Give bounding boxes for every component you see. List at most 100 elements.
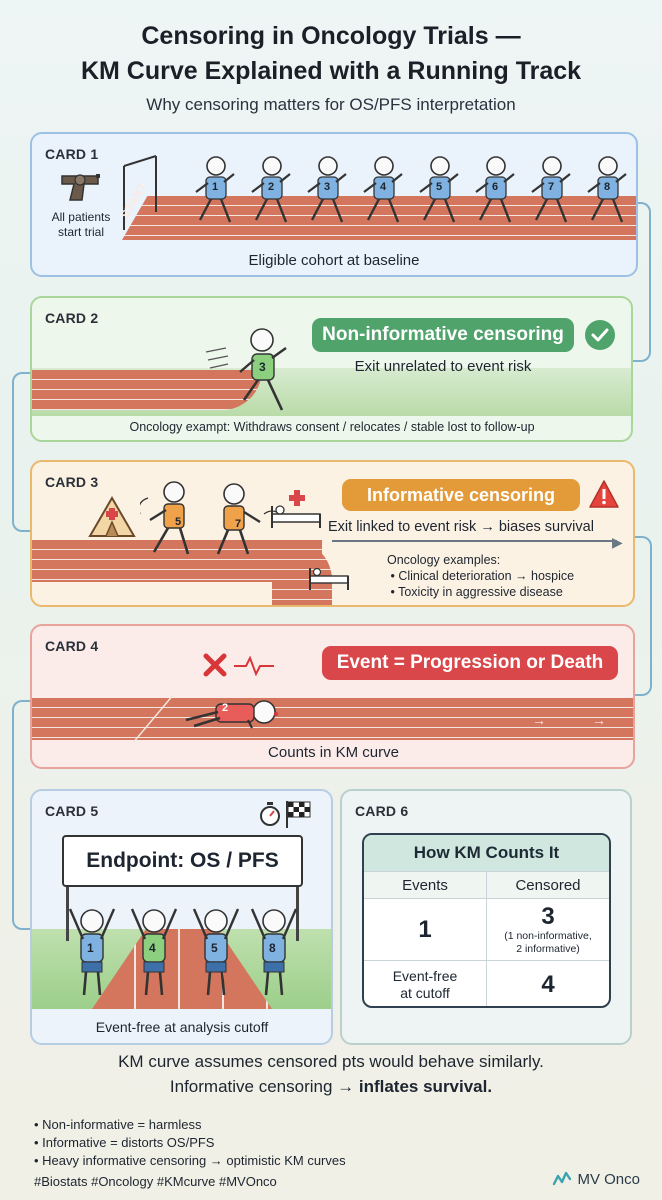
censored-note-line2: 2 informative) xyxy=(516,942,580,955)
runner-icon xyxy=(195,156,235,223)
survival-arrow-line xyxy=(332,540,617,542)
takeaway-text: Informative = distorts OS/PFS xyxy=(42,1135,215,1150)
connector-card2-card3 xyxy=(12,372,30,532)
runner-bib: 4 xyxy=(149,941,156,955)
card-label: CARD 3 xyxy=(45,474,99,490)
runner-icon xyxy=(363,156,403,223)
km-table-title: How KM Counts It xyxy=(364,835,609,871)
runner-icon xyxy=(587,156,627,223)
example-item-1: • Clinical deterioration → hospice xyxy=(387,569,575,583)
arrow-right-icon: → xyxy=(592,712,606,728)
endpoint-banner: Endpoint: OS / PFS xyxy=(62,835,303,887)
hashtags: #Biostats #Oncology #KMcurve #MVOnco xyxy=(34,1174,277,1189)
col-events: Events xyxy=(364,872,486,898)
card-4: CARD 4 2 Event = Progression or Death → … xyxy=(30,624,635,769)
card-5: CARD 5 Endpoint: OS / PFS 1 xyxy=(30,789,333,1045)
hospital-bed-icon xyxy=(271,490,321,528)
runner-bib: 1 xyxy=(212,181,219,193)
banner-pole-left xyxy=(66,841,69,941)
runner-bib: 3 xyxy=(259,360,266,374)
celebrating-runner: 5 xyxy=(188,901,244,1001)
runner-icon xyxy=(419,156,459,223)
runner-bib: 8 xyxy=(604,181,611,193)
stopwatch-icon xyxy=(260,802,280,826)
runner-bib: 2 xyxy=(222,702,229,714)
takeaway-item: • Informative = distorts OS/PFS xyxy=(34,1135,215,1150)
start-note-line1: All patients xyxy=(51,210,111,224)
eventfree-label: Event-free at cutoff xyxy=(364,961,486,1006)
card3-subtext: Exit linked to event risk → biases survi… xyxy=(328,519,594,535)
events-value: 1 xyxy=(418,915,432,943)
summary-line1: KM curve assumes censored pts would beha… xyxy=(118,1052,544,1071)
connector-card4-card5 xyxy=(12,700,30,930)
hospital-bed-icon xyxy=(309,567,349,590)
summary-line2-bold: inflates survival. xyxy=(358,1077,493,1096)
informative-pill: Informative censoring xyxy=(342,479,580,511)
example-item-2: • Toxicity in aggressive disease xyxy=(387,585,563,599)
page-subtitle: Why censoring matters for OS/PFS interpr… xyxy=(146,95,516,114)
censored-value: 3 xyxy=(541,902,555,930)
runner-bib-2: 7 xyxy=(235,518,242,530)
card-3: CARD 3 ▶ 5 7 Informative cens xyxy=(30,460,635,607)
informative-runners-icon xyxy=(140,481,281,555)
checkered-flag-icon xyxy=(286,801,311,828)
runner-figure: 5 xyxy=(416,156,462,236)
runner-bib: 4 xyxy=(380,181,387,193)
celebrating-runner: 4 xyxy=(126,901,182,1001)
eventfree-label-line2: at cutoff xyxy=(400,985,450,1001)
runner-icon xyxy=(531,156,571,223)
takeaway-text: Non-informative = harmless xyxy=(42,1117,202,1132)
runner-bib: 6 xyxy=(492,181,499,193)
runner-bib: 2 xyxy=(268,181,275,193)
card-2: CARD 2 3 Non-informative censoring Exit … xyxy=(30,296,633,442)
runner-bib: 5 xyxy=(436,181,443,193)
takeaway-list: • Non-informative = harmless • Informati… xyxy=(34,1116,346,1170)
celebrating-runner: 1 xyxy=(64,901,120,1001)
km-count-table: How KM Counts It Events Censored 1 3 (1 … xyxy=(362,833,611,1008)
running-track xyxy=(32,698,633,740)
heartbeat-icon xyxy=(234,655,274,676)
eventfree-value: 4 xyxy=(486,961,609,1006)
runner-bib-1: 5 xyxy=(175,516,182,528)
col-censored: Censored xyxy=(486,872,609,898)
km-table-row: 1 3 (1 non-informative, 2 informative) xyxy=(364,898,609,960)
non-informative-pill: Non-informative censoring xyxy=(312,318,574,352)
runner-icon xyxy=(251,156,291,223)
check-circle-icon xyxy=(585,320,615,350)
runner-celebrating-icon xyxy=(250,908,298,996)
card4-caption: Counts in KM curve xyxy=(268,744,399,761)
start-note-line2: start trial xyxy=(57,225,104,239)
runner-figure: 4 xyxy=(360,156,406,236)
starter-pistol-icon xyxy=(61,174,100,201)
example-text: Toxicity in aggressive disease xyxy=(398,585,563,599)
warning-triangle-icon xyxy=(589,480,619,508)
runner-figure: 1 xyxy=(192,156,238,236)
runner-bib: 5 xyxy=(211,941,218,955)
finish-gate-icon xyxy=(123,155,157,230)
card-label: CARD 4 xyxy=(45,638,99,654)
runner-figure: 3 xyxy=(304,156,350,236)
medical-tent-icon xyxy=(88,496,136,537)
runner-exiting-icon xyxy=(205,328,287,411)
card2-caption: Oncology exampt: Withdraws consent / rel… xyxy=(129,420,535,434)
runner-bib: 7 xyxy=(548,181,555,193)
start-note: All patients start trial xyxy=(38,210,124,240)
runner-figure: 8 xyxy=(584,156,630,236)
card2-subtext: Exit unrelated to event risk xyxy=(354,358,532,375)
runner-celebrating-icon xyxy=(68,908,116,996)
km-table-header: Events Censored xyxy=(364,871,609,898)
runner-figure: 6 xyxy=(472,156,518,236)
card-1: CARD 1 All patients start trial START 1 … xyxy=(30,132,638,277)
brand-name: MV Onco xyxy=(577,1170,640,1188)
page-title-line2: KM Curve Explained with a Running Track xyxy=(80,57,582,85)
takeaway-text: Heavy informative censoring → optimistic… xyxy=(42,1153,346,1168)
runner-figure: 7 xyxy=(528,156,574,236)
runner-bib: 8 xyxy=(269,941,276,955)
brand: MV Onco xyxy=(552,1170,640,1188)
connector-card3-card4 xyxy=(635,536,652,696)
km-table-row: Event-free at cutoff 4 xyxy=(364,960,609,1006)
eventfree-label-line1: Event-free xyxy=(392,968,458,984)
banner-pole-right xyxy=(296,841,299,941)
card-label: CARD 6 xyxy=(355,803,409,819)
censored-note-line1: (1 non-informative, xyxy=(504,929,592,942)
